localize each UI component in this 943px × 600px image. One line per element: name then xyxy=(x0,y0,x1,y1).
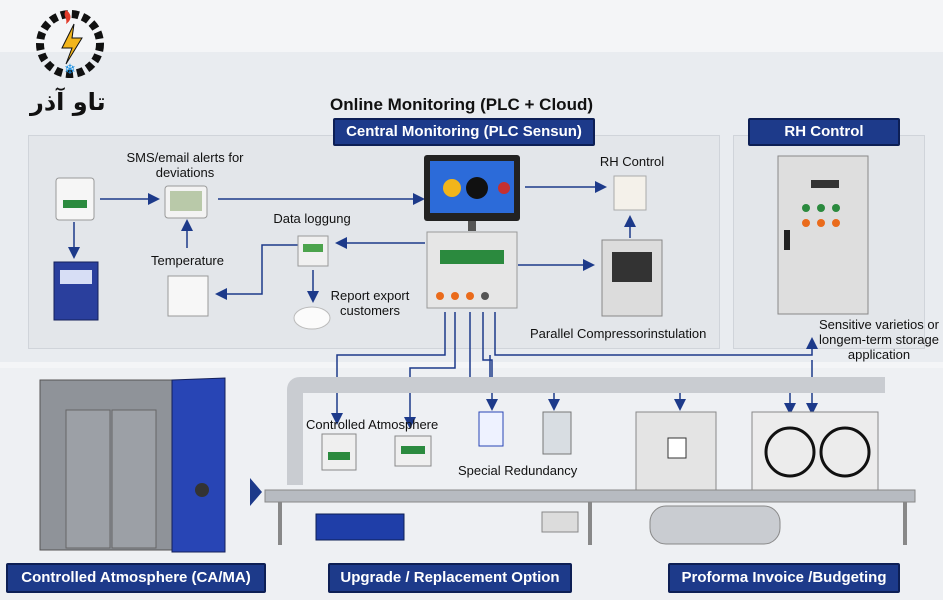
label-sms-alerts: SMS/email alerts for deviations xyxy=(126,150,244,180)
company-logo: ❄ xyxy=(28,2,118,82)
label-report-export: Report export customers xyxy=(330,288,410,318)
label-sensitive-varieties: Sensitive varietios or longem-term stora… xyxy=(819,317,939,362)
label-temperature: Temperature xyxy=(151,253,224,268)
label-controlled-atmosphere: Controlled Atmosphere xyxy=(306,417,439,432)
label-special-redundancy: Special Redundancy xyxy=(458,463,578,478)
header-ca-ma: Controlled Atmosphere (CA/MA) xyxy=(6,563,266,593)
logo-text: تاو آذر xyxy=(30,88,106,116)
svg-text:❄: ❄ xyxy=(64,61,76,77)
header-upgrade-option: Upgrade / Replacement Option xyxy=(328,563,572,593)
header-proforma-invoice: Proforma Invoice /Budgeting xyxy=(668,563,900,593)
label-parallel-compressor: Parallel Compressorinstulation xyxy=(530,326,707,341)
page-title: Online Monitoring (PLC + Cloud) xyxy=(330,95,593,114)
header-rh-control: RH Control xyxy=(748,118,900,146)
label-rh-control-small: RH Control xyxy=(599,154,665,169)
header-central-monitoring: Central Monitoring (PLC Sensun) xyxy=(333,118,595,146)
label-data-logging: Data loggung xyxy=(273,211,351,226)
